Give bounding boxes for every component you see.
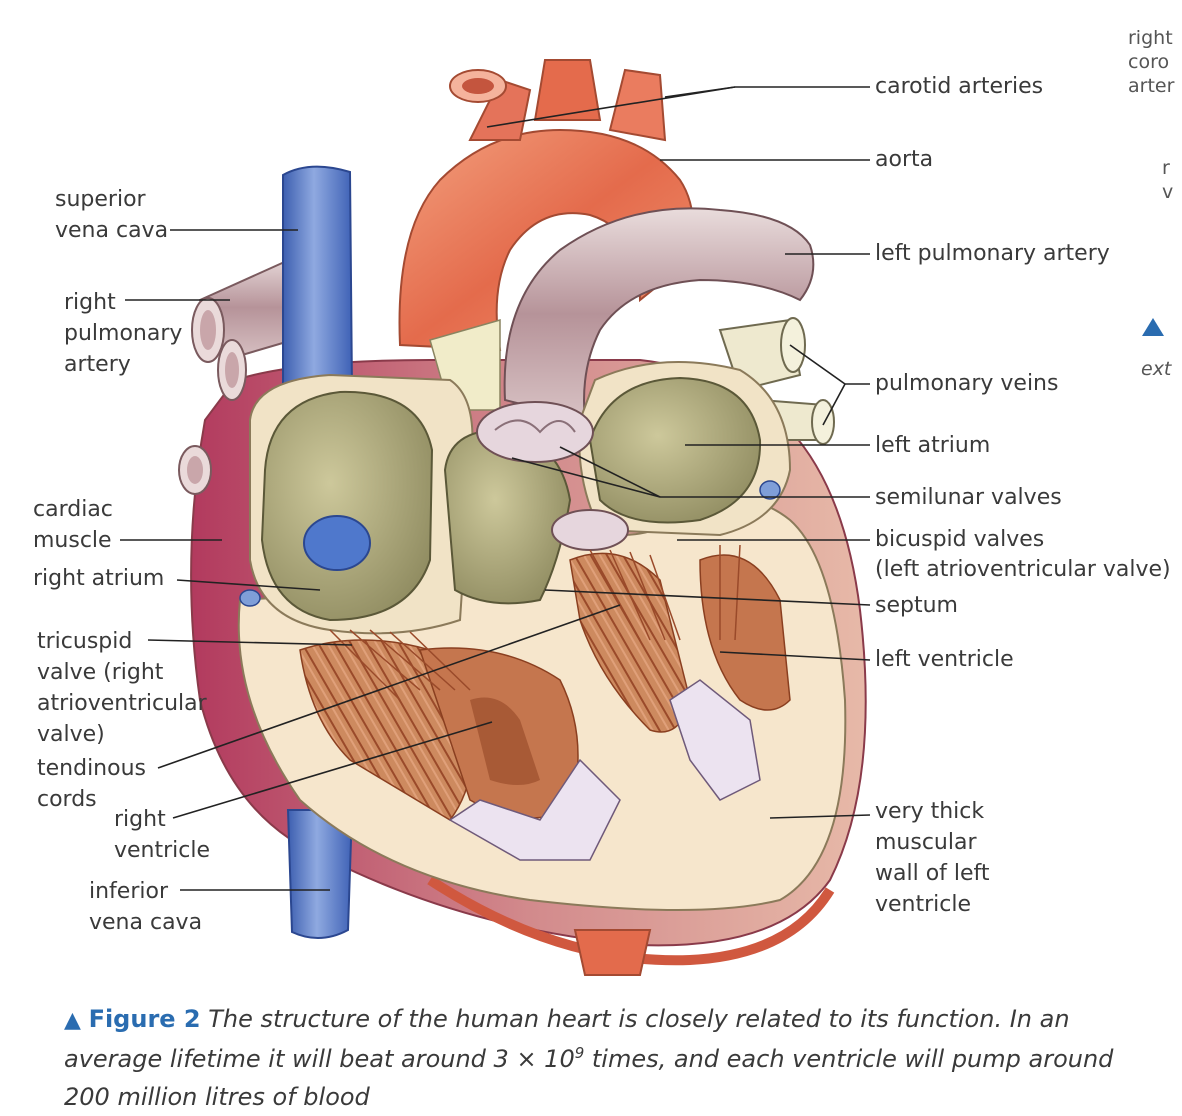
- clipped-caption-fragment: ext: [1141, 357, 1182, 385]
- label-right-ventricle: right ventricle: [114, 804, 210, 866]
- figure-label: Figure 2: [89, 1005, 201, 1033]
- label-right-pulmonary-artery: right pulmonary artery: [64, 287, 182, 380]
- clipped-label-top-right: right coro arter: [1128, 26, 1182, 112]
- triangle-icon: ▲: [64, 1008, 81, 1033]
- label-septum: septum: [875, 590, 958, 621]
- right-atrium-chamber: [262, 392, 432, 620]
- label-superior-vena-cava: superior vena cava: [55, 184, 168, 246]
- figure-caption: ▲ Figure 2 The structure of the human he…: [64, 1000, 1124, 1116]
- caption-superscript: 9: [575, 1044, 585, 1062]
- label-cardiac-muscle: cardiac muscle: [33, 494, 113, 556]
- left-atrium-chamber: [590, 378, 760, 523]
- label-left-pulmonary-artery: left pulmonary artery: [875, 238, 1110, 269]
- label-carotid-arteries: carotid arteries: [875, 71, 1043, 102]
- clipped-label-mid-right: r v: [1162, 156, 1182, 210]
- label-tricuspid-valve: tricuspid valve (right atrioventricular …: [37, 626, 207, 750]
- label-pulmonary-veins: pulmonary veins: [875, 368, 1058, 399]
- label-aorta: aorta: [875, 144, 933, 175]
- label-left-atrioventricular-valve: (left atrioventricular valve): [875, 554, 1171, 585]
- label-left-ventricle: left ventricle: [875, 644, 1014, 675]
- label-inferior-vena-cava: inferior vena cava: [89, 876, 202, 938]
- label-thick-wall: very thick muscular wall of left ventric…: [875, 796, 990, 920]
- label-bicuspid-valves: bicuspid valves: [875, 524, 1044, 555]
- label-left-atrium: left atrium: [875, 430, 990, 461]
- clipped-triangle-icon: [1142, 318, 1164, 336]
- label-right-atrium: right atrium: [33, 563, 164, 594]
- vena-cava-opening: [304, 516, 370, 570]
- label-semilunar-valves: semilunar valves: [875, 482, 1062, 513]
